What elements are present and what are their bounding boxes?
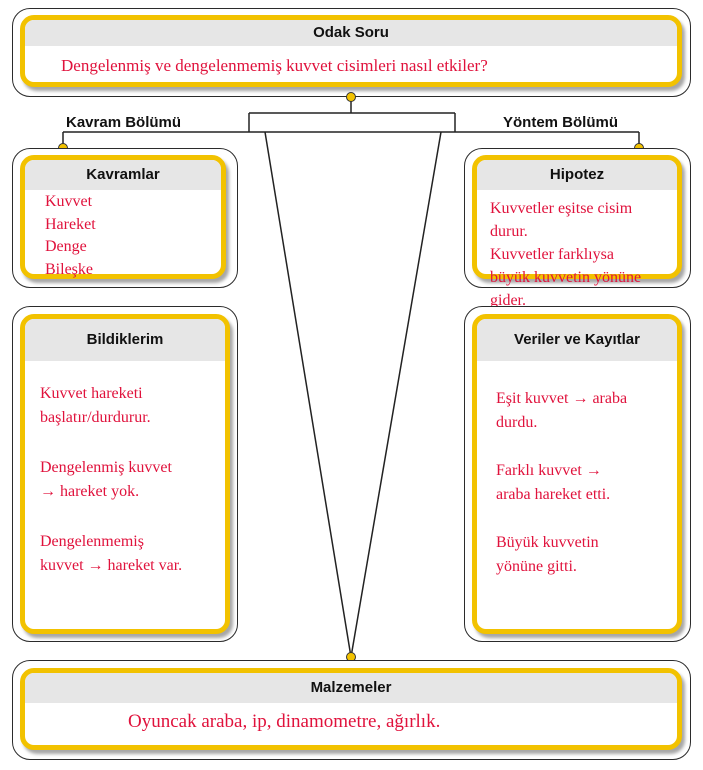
bildiklerim-text: Kuvvet hareketi başlatır/durdurur. Denge…: [40, 382, 182, 578]
veriler-line: Eşit kuvvet → araba: [496, 390, 628, 407]
hipotez-line: Kuvvetler eşitse cisim: [490, 200, 633, 217]
hipotez-line: büyük kuvvetin yönüne: [490, 269, 642, 286]
hipotez-line: gider.: [490, 292, 526, 309]
malzemeler-title: Malzemeler: [25, 673, 677, 703]
connector-dot-top: [346, 92, 356, 102]
bildiklerim-title: Bildiklerim: [25, 319, 225, 361]
veriler-title: Veriler ve Kayıtlar: [477, 319, 677, 361]
kavram-item: Bileşke: [45, 260, 93, 278]
kavramlar-list: Kuvvet Hareket Denge Bileşke: [45, 191, 96, 281]
veriler-line: Farklı kuvvet →: [496, 462, 602, 479]
hipotez-title: Hipotez: [477, 160, 677, 190]
bildiklerim-line: → hareket yok.: [40, 483, 140, 500]
hipotez-line: Kuvvetler farklıysa: [490, 246, 614, 263]
odak-soru-title: Odak Soru: [25, 20, 677, 46]
kavram-item: Denge: [45, 238, 87, 255]
veriler-line: durdu.: [496, 414, 538, 431]
hipotez-text: Kuvvetler eşitse cisim durur. Kuvvetler …: [490, 197, 641, 312]
kavram-item: Kuvvet: [45, 193, 93, 210]
malzemeler-box: Malzemeler Oyuncak araba, ip, dinamometr…: [20, 668, 682, 750]
bildiklerim-line: Dengelenmemiş: [40, 533, 144, 550]
yontem-bolumu-label: Yöntem Bölümü: [503, 114, 618, 131]
veriler-line: araba hareket etti.: [496, 486, 611, 503]
bildiklerim-box: Bildiklerim Kuvvet hareketi başlatır/dur…: [20, 314, 230, 634]
veriler-line: Büyük kuvvetin: [496, 534, 599, 551]
veriler-box: Veriler ve Kayıtlar Eşit kuvvet → araba …: [472, 314, 682, 634]
odak-soru-box: Odak Soru Dengelenmiş ve dengelenmemiş k…: [20, 15, 682, 87]
bildiklerim-line: başlatır/durdurur.: [40, 409, 151, 426]
kavramlar-title: Kavramlar: [25, 160, 221, 190]
kavram-item: Hareket: [45, 215, 96, 233]
hipotez-line: durur.: [490, 223, 528, 240]
veriler-text: Eşit kuvvet → araba durdu. Farklı kuvvet…: [496, 387, 627, 579]
kavram-bolumu-label: Kavram Bölümü: [66, 114, 182, 131]
bildiklerim-line: Dengelenmiş kuvvet: [40, 459, 172, 476]
odak-soru-question: Dengelenmiş ve dengelenmemiş kuvvet cisi…: [61, 56, 488, 75]
bildiklerim-line: Kuvvet hareketi: [40, 385, 143, 402]
hipotez-box: Hipotez Kuvvetler eşitse cisim durur. Ku…: [472, 155, 682, 309]
kavramlar-box: Kavramlar Kuvvet Hareket Denge Bileşke: [20, 155, 226, 279]
veriler-line: yönüne gitti.: [496, 558, 577, 575]
malzemeler-text: Oyuncak araba, ip, dinamometre, ağırlık.: [128, 711, 441, 732]
bildiklerim-line: kuvvet → hareket var.: [40, 557, 183, 574]
